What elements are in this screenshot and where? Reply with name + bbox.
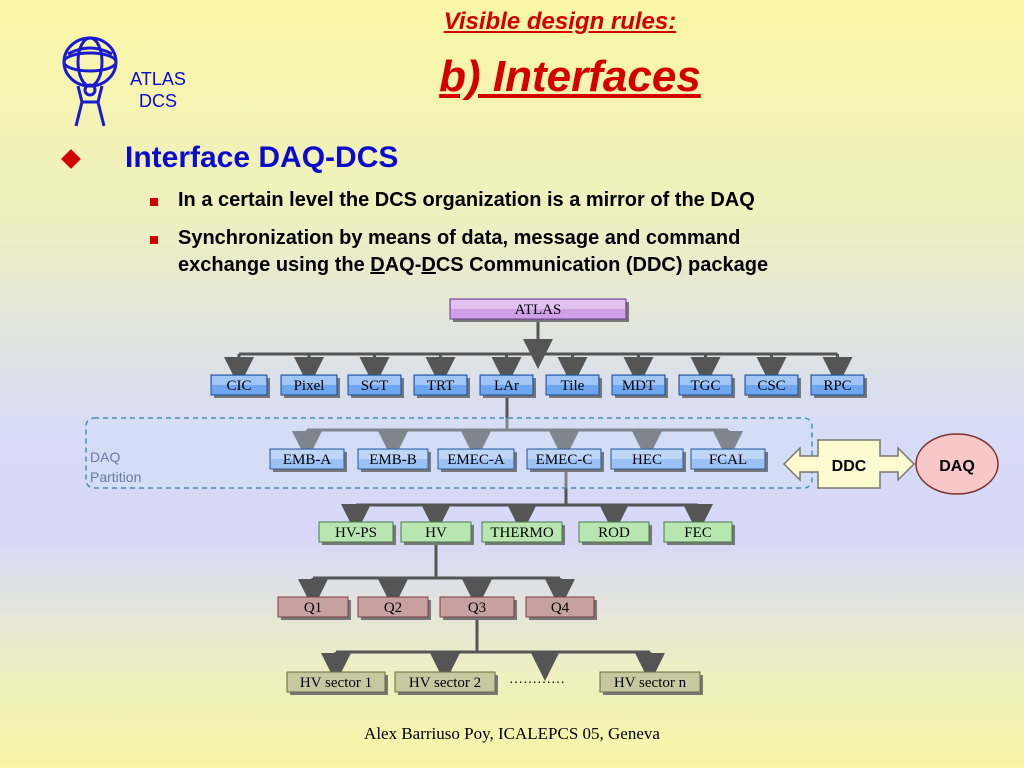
- logo-text: ATLAS DCS: [118, 68, 198, 112]
- node-lar: LAr: [479, 374, 536, 398]
- square-bullet-icon: [150, 198, 158, 206]
- node-q1: Q1: [277, 596, 351, 620]
- node-csc-label: CSC: [757, 378, 785, 394]
- bullet-text-2-underlined: D: [421, 254, 436, 276]
- node-hv-sector-2-label: HV sector 2: [409, 675, 481, 691]
- node-tile-label: Tile: [561, 378, 585, 394]
- node-emec-a: EMEC-A: [437, 448, 517, 472]
- node-hv-ps: HV-PS: [318, 521, 396, 545]
- logo-text-line2: DCS: [138, 91, 177, 111]
- node-fec: FEC: [663, 521, 735, 545]
- node-tgc-label: TGC: [691, 378, 721, 394]
- node-cic: CIC: [210, 374, 270, 398]
- atlas-logo-icon: [62, 36, 118, 127]
- logo-text-line1: ATLAS: [130, 69, 186, 89]
- node-hec: HEC: [610, 448, 686, 472]
- node-hv-sector-1-label: HV sector 1: [300, 675, 372, 691]
- slide-title: b) Interfaces: [439, 52, 701, 101]
- node-mdt-label: MDT: [622, 378, 655, 394]
- node-hv-sector-2: HV sector 2: [394, 671, 498, 695]
- node-csc: CSC: [744, 374, 801, 398]
- node-mdt: MDT: [611, 374, 668, 398]
- node-hv: HV: [400, 521, 474, 545]
- bullet-text-1: In a certain level the DCS organization …: [178, 189, 755, 211]
- slide-subtitle: Visible design rules:: [443, 8, 677, 35]
- node-emb-a-label: EMB-A: [283, 452, 332, 468]
- node-pixel-label: Pixel: [294, 378, 325, 394]
- node-q3-label: Q3: [468, 600, 486, 616]
- node-emec-c: EMEC-C: [526, 448, 604, 472]
- node-fcal-label: FCAL: [709, 452, 747, 468]
- node-tile: Tile: [545, 374, 602, 398]
- node-rpc-label: RPC: [823, 378, 851, 394]
- node-hv-sector-1: HV sector 1: [286, 671, 388, 695]
- ddc-label: DDC: [832, 458, 867, 475]
- bullet-text-2-line2: exchange using the DAQ-DCS Communication…: [178, 252, 768, 279]
- bullet-text-2-part: AQ-: [384, 254, 422, 276]
- node-thermo-label: THERMO: [490, 525, 554, 541]
- node-emb-b-label: EMB-B: [369, 452, 417, 468]
- bullet-text-2-part: CS Communication (DDC) package: [435, 254, 769, 276]
- partition-label-line1: DAQ: [90, 449, 120, 465]
- node-trt: TRT: [413, 374, 470, 398]
- node-atlas: ATLAS: [449, 298, 629, 322]
- node-atlas-label: ATLAS: [515, 302, 562, 318]
- node-hv-ps-label: HV-PS: [335, 525, 377, 541]
- node-q2: Q2: [357, 596, 431, 620]
- ddc-node: DDC: [782, 439, 916, 489]
- node-sct: SCT: [347, 374, 404, 398]
- node-q4: Q4: [525, 596, 597, 620]
- square-bullet-icon: [150, 236, 158, 244]
- node-emec-c-label: EMEC-C: [536, 452, 593, 468]
- node-rod: ROD: [578, 521, 652, 545]
- node-rpc: RPC: [810, 374, 867, 398]
- ellipsis-label: …………: [509, 672, 565, 687]
- node-emec-a-label: EMEC-A: [447, 452, 505, 468]
- node-q2-label: Q2: [384, 600, 402, 616]
- daq-label: DAQ: [939, 458, 975, 475]
- node-thermo: THERMO: [481, 521, 565, 545]
- daq-node: DAQ: [915, 433, 999, 495]
- node-q3: Q3: [439, 596, 517, 620]
- node-tgc: TGC: [678, 374, 735, 398]
- node-fcal: FCAL: [690, 448, 768, 472]
- node-q1-label: Q1: [304, 600, 322, 616]
- node-lar-label: LAr: [494, 378, 519, 394]
- node-rod-label: ROD: [598, 525, 630, 541]
- node-fec-label: FEC: [684, 525, 712, 541]
- node-sct-label: SCT: [361, 378, 389, 394]
- bullet-text-2-part: exchange using the: [178, 254, 371, 276]
- bullet-text-2-line1: Synchronization by means of data, messag…: [178, 227, 741, 249]
- bullet-text-2: Synchronization by means of data, messag…: [178, 225, 768, 279]
- bullet-text-2-underlined: D: [370, 254, 385, 276]
- double-arrow-icon: [782, 439, 916, 489]
- node-hec-label: HEC: [632, 452, 662, 468]
- section-heading: Interface DAQ-DCS: [125, 141, 399, 174]
- node-hv-label: HV: [425, 525, 447, 541]
- node-emb-b: EMB-B: [357, 448, 431, 472]
- node-cic-label: CIC: [226, 378, 251, 394]
- node-hv-sector-3: HV sector n: [599, 671, 703, 695]
- node-q4-label: Q4: [551, 600, 570, 616]
- partition-label-line2: Partition: [90, 469, 141, 485]
- node-emb-a: EMB-A: [269, 448, 347, 472]
- node-pixel: Pixel: [280, 374, 340, 398]
- node-hv-sector-3-label: HV sector n: [614, 675, 687, 691]
- footer-text: Alex Barriuso Poy, ICALEPCS 05, Geneva: [364, 724, 660, 743]
- node-trt-label: TRT: [427, 378, 454, 394]
